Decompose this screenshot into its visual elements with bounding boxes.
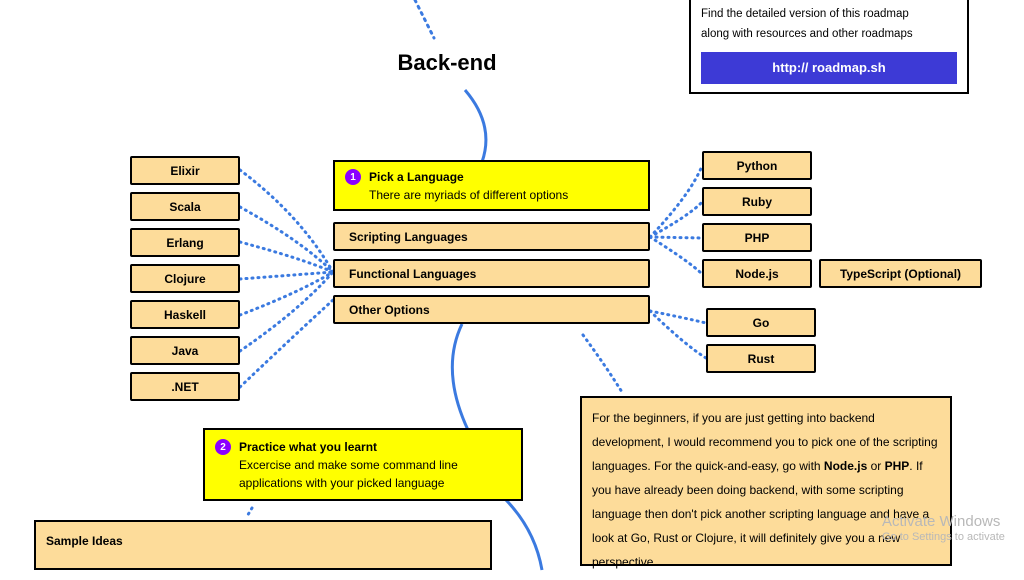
tip-or: or — [867, 459, 885, 473]
info-box: Find the detailed version of this roadma… — [689, 0, 969, 94]
page-title: Back-end — [397, 50, 497, 75]
tip-node: Node.js — [823, 459, 868, 473]
tip-php: PHP — [884, 459, 910, 473]
main-path-segment-1 — [463, 89, 488, 163]
lang-php[interactable]: PHP — [702, 223, 812, 252]
category-scripting-languages[interactable]: Scripting Languages — [333, 222, 650, 251]
lang-nodejs[interactable]: Node.js — [702, 259, 812, 288]
category-functional-languages[interactable]: Functional Languages — [333, 259, 650, 288]
lang-haskell[interactable]: Haskell — [130, 300, 240, 329]
step2-line-2: applications with your picked language — [239, 476, 445, 490]
sample-ideas-box[interactable]: Sample Ideas — [34, 520, 492, 570]
lang-scala[interactable]: Scala — [130, 192, 240, 221]
step2-line-1: Excercise and make some command line — [239, 458, 458, 472]
sample-ideas-title: Sample Ideas — [46, 534, 123, 548]
functional-connectors — [238, 164, 708, 520]
lang-go[interactable]: Go — [706, 308, 816, 337]
step1-subtitle: There are myriads of different options — [369, 188, 569, 202]
watermark-line-1: Activate Windows — [882, 513, 1001, 530]
main-path-segment-2 — [450, 323, 470, 431]
lang-rust[interactable]: Rust — [706, 344, 816, 373]
step-number-badge: 2 — [215, 439, 231, 455]
tip-text-part2: . If you have already been doing backend… — [592, 459, 930, 569]
step2-practice[interactable]: 2 Practice what you learnt Excercise and… — [203, 428, 523, 501]
category-other-options[interactable]: Other Options — [333, 295, 650, 324]
tip-text-part1: For the beginners, if you are just getti… — [592, 411, 938, 473]
activate-windows-watermark: Activate Windows Go to Settings to activ… — [882, 513, 1005, 544]
roadmap-link-button[interactable]: http:// roadmap.sh — [701, 52, 957, 85]
lang-erlang[interactable]: Erlang — [130, 228, 240, 257]
beginner-tip-note: For the beginners, if you are just getti… — [580, 396, 952, 569]
step1-title: Pick a Language — [369, 170, 464, 184]
step-number-badge: 1 — [345, 169, 361, 185]
main-path-segment-3 — [504, 498, 544, 571]
info-line-1: Find the detailed version of this roadma… — [701, 8, 909, 20]
lang-typescript[interactable]: TypeScript (Optional) — [819, 259, 982, 288]
step2-title: Practice what you learnt — [239, 440, 378, 454]
lang-dotnet[interactable]: .NET — [130, 372, 240, 401]
step1-pick-language[interactable]: 1 Pick a Language There are myriads of d… — [333, 160, 650, 211]
watermark-line-2: Go to Settings to activate — [882, 531, 1005, 543]
lang-java[interactable]: Java — [130, 336, 240, 365]
main-path-top — [413, 0, 436, 40]
lang-clojure[interactable]: Clojure — [130, 264, 240, 293]
lang-ruby[interactable]: Ruby — [702, 187, 812, 216]
lang-elixir[interactable]: Elixir — [130, 156, 240, 185]
lang-python[interactable]: Python — [702, 151, 812, 180]
info-line-2: along with resources and other roadmaps — [701, 28, 913, 41]
